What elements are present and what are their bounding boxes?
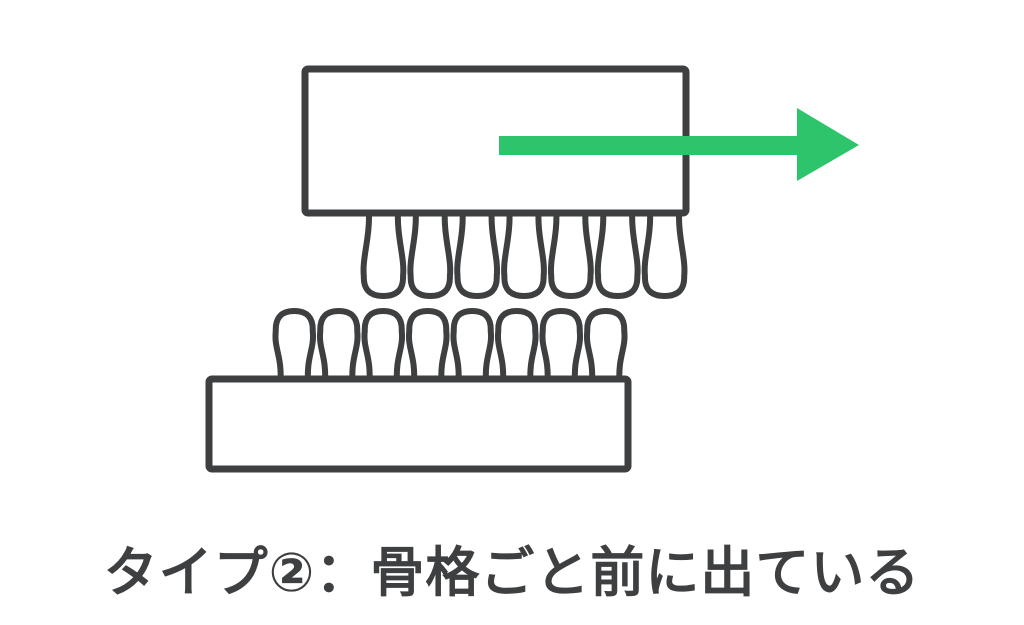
forward-arrow-icon [499,108,859,181]
lower-tooth [316,308,361,385]
lower-tooth [272,308,317,385]
arrow-shaft [499,136,801,155]
upper-tooth [454,207,501,299]
lower-tooth [405,308,450,385]
diagram-caption: タイプ②：骨格ごと前に出ている [103,541,921,604]
lower-jaw-block [205,375,632,473]
upper-tooth [594,207,641,299]
upper-tooth [360,207,407,299]
arrow-head [797,108,859,181]
lower-teeth [272,308,628,385]
upper-teeth [360,207,688,299]
upper-tooth [547,207,594,299]
lower-tooth [494,308,539,385]
lower-tooth [450,308,495,385]
lower-tooth [583,308,628,385]
upper-tooth [641,207,688,299]
lower-tooth [361,308,406,385]
lower-tooth [539,308,584,385]
upper-tooth [501,207,547,299]
upper-tooth [407,207,454,299]
